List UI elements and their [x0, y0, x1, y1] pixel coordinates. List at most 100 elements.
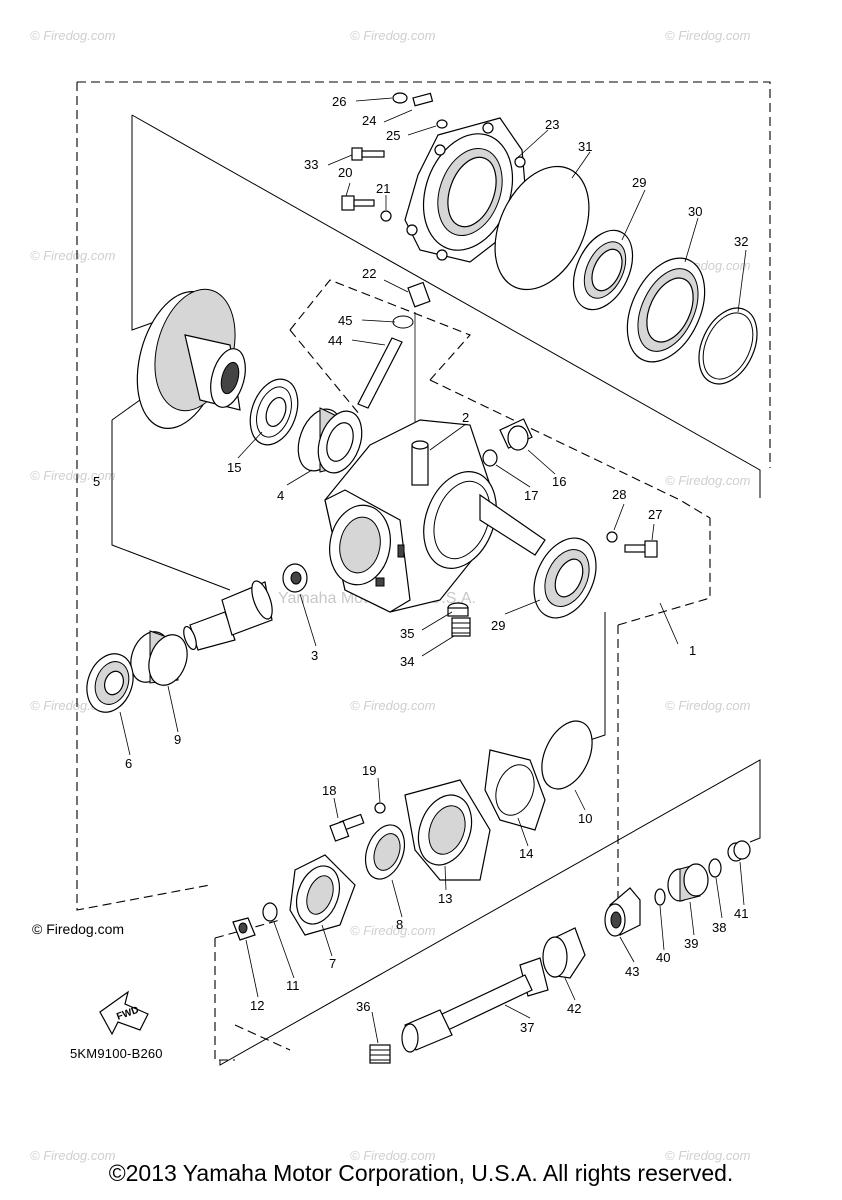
- oil-seal-29-top: [572, 229, 634, 311]
- bolt-20-head: [341, 195, 355, 211]
- washer-11: [262, 902, 278, 922]
- part-label: 33: [304, 157, 318, 172]
- watermark: © Firedog.com: [30, 248, 116, 263]
- watermark: © Firedog.com: [350, 1148, 436, 1163]
- watermark: © Firedog.com: [665, 698, 751, 713]
- ring-gear: [136, 288, 246, 430]
- stud-bolt-24: [412, 92, 434, 107]
- part-label: 13: [438, 891, 452, 906]
- part-label: 29: [632, 175, 646, 190]
- part-label: 22: [362, 266, 376, 281]
- part-label: 40: [656, 950, 670, 965]
- fwd-arrow-icon: FWD: [99, 990, 149, 1036]
- hose-44: [357, 337, 403, 409]
- part-label: 36: [356, 999, 370, 1014]
- part-label: 25: [386, 128, 400, 143]
- part-label: 9: [174, 732, 181, 747]
- washer-21: [380, 210, 392, 222]
- circlip-40: [654, 888, 666, 906]
- part-label: 14: [519, 846, 533, 861]
- drive-pinion: [183, 563, 308, 651]
- part-label: 3: [311, 648, 318, 663]
- plug-16: [499, 418, 533, 451]
- firedog-credit: © Firedog.com: [32, 921, 125, 937]
- part-label: 45: [338, 313, 352, 328]
- bearing-30: [626, 257, 706, 363]
- watermark: © Firedog.com: [30, 468, 116, 483]
- clip-45: [392, 315, 414, 329]
- part-label: 7: [329, 956, 336, 971]
- bearing-39: [667, 863, 709, 902]
- bearing-housing-13: [404, 779, 491, 881]
- needle-bearing-4: [297, 407, 363, 474]
- part-label: 30: [688, 204, 702, 219]
- part-label: 20: [338, 165, 352, 180]
- part-label: 19: [362, 763, 376, 778]
- gasket-14: [484, 749, 546, 831]
- washer-25: [436, 119, 448, 129]
- spring-36: [369, 1044, 391, 1064]
- part-label: 8: [396, 917, 403, 932]
- part-label: 15: [227, 460, 241, 475]
- part-label: 6: [125, 756, 132, 771]
- bearing-housing-23: [404, 117, 526, 263]
- bolt-20-shank: [353, 199, 375, 207]
- part-label: 24: [362, 113, 376, 128]
- part-label: 21: [376, 181, 390, 196]
- oil-seal-29-lower: [533, 537, 597, 619]
- watermark: © Firedog.com: [30, 1148, 116, 1163]
- breather-22: [407, 281, 431, 308]
- gear-43: [604, 887, 641, 937]
- part-label: 43: [625, 964, 639, 979]
- part-label: 29: [491, 618, 505, 633]
- part-label: 32: [734, 234, 748, 249]
- needle-bearing-9: [130, 630, 188, 686]
- part-label: 34: [400, 654, 414, 669]
- boundary-lines: [76, 81, 771, 1061]
- watermark: © Firedog.com: [350, 28, 436, 43]
- part-label: 1: [689, 643, 696, 658]
- coupling-7: [289, 854, 356, 936]
- part-label: 23: [545, 117, 559, 132]
- washer-28: [606, 531, 618, 543]
- watermark: © Firedog.com: [665, 1148, 751, 1163]
- part-label: 2: [462, 410, 469, 425]
- bolt-18: [329, 813, 365, 842]
- nut-26: [392, 92, 408, 104]
- part-label: 11: [286, 978, 300, 993]
- top-fasteners: [341, 92, 448, 222]
- drain-plug-35-34: [447, 602, 471, 637]
- final-drive-case-2: [324, 419, 546, 613]
- leader-lines: [119, 97, 747, 1044]
- gear-42: [542, 927, 586, 979]
- washer-19: [374, 802, 386, 814]
- watermark: © Firedog.com: [665, 473, 751, 488]
- part-label: 12: [250, 998, 264, 1013]
- circlip-38: [708, 858, 722, 878]
- o-ring-17: [482, 449, 498, 467]
- part-label: 39: [684, 936, 698, 951]
- part-label: 42: [567, 1001, 581, 1016]
- part-label: 5: [93, 474, 100, 489]
- watermark: © Firedog.com: [350, 698, 436, 713]
- nut-12: [232, 917, 256, 941]
- part-label: 27: [648, 507, 662, 522]
- part-label: 4: [277, 488, 284, 503]
- drive-shaft-37: [401, 957, 549, 1053]
- collar-41: [727, 840, 751, 862]
- o-ring-31: [494, 165, 590, 291]
- part-label: 37: [520, 1020, 534, 1035]
- watermark: © Firedog.com: [665, 28, 751, 43]
- part-label: 44: [328, 333, 342, 348]
- part-label: 17: [524, 488, 538, 503]
- assembly-lines: [111, 114, 761, 1066]
- part-label: 10: [578, 811, 592, 826]
- bolt-33-shank: [361, 150, 385, 158]
- bolt-27: [624, 540, 658, 558]
- o-ring-10: [541, 720, 593, 790]
- part-labels: 1 2 3 4 5 6 7 8 9 10 11 12 13 14 15 16 1…: [93, 94, 748, 1035]
- part-label: 35: [400, 626, 414, 641]
- oil-seal-8: [364, 824, 406, 880]
- part-label: 41: [734, 906, 748, 921]
